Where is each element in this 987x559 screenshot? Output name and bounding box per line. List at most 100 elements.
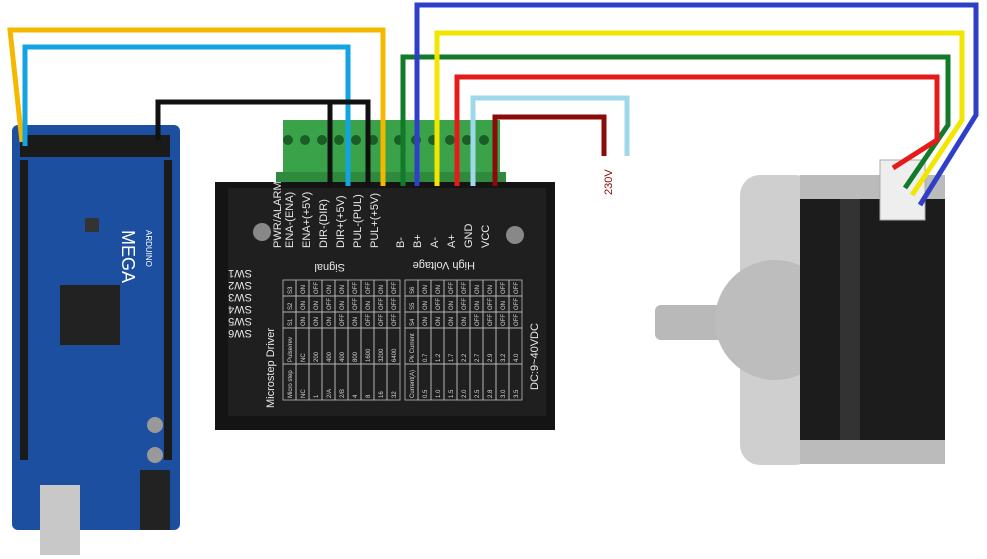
terminal-label: DIR+(+5V) (335, 195, 347, 248)
table-cell: OFF (488, 298, 494, 310)
table-cell: OFF (488, 314, 494, 326)
table-cell: OFF (475, 314, 481, 326)
table-cell: OFF (366, 282, 372, 294)
table-cell: ON (327, 317, 333, 326)
table-cell: S6 (410, 286, 416, 294)
table-cell: 0.7 (423, 353, 429, 362)
table-cell: ON (488, 285, 494, 294)
terminal-label: ENA-(ENA) (284, 192, 296, 248)
arduino-model-label: ARDUINO (144, 230, 153, 267)
table-cell: 1 (314, 394, 320, 398)
terminal-label: ENA+(+5V) (301, 192, 313, 248)
arduino-brand-label: MEGA (118, 230, 138, 283)
wire-black (155, 99, 371, 186)
table-cell: 2/A (327, 389, 333, 398)
table-cell: ON (501, 301, 507, 310)
wire-pale-blue (470, 95, 630, 186)
wire-dark-red (492, 114, 607, 186)
wire-green (400, 54, 951, 190)
table-cell: OFF (501, 282, 507, 294)
arduino-mega-board: MEGA ARDUINO (12, 125, 180, 555)
table-cell: 3.0 (501, 389, 507, 398)
switch-label: SW1 (228, 267, 252, 279)
table-cell: 3.2 (501, 353, 507, 362)
terminal-screw-icon (283, 135, 293, 145)
table-cell: ON (379, 285, 385, 294)
table-cell: ON (314, 301, 320, 310)
wire-blue (414, 2, 979, 207)
table-cell: ON (475, 301, 481, 310)
table-cell: OFF (514, 314, 520, 326)
table-cell: 3200 (379, 348, 385, 362)
terminal-label: DIR-(DIR) (318, 199, 330, 248)
terminal-screw-icon (300, 135, 310, 145)
table-cell: 2/B (340, 389, 346, 398)
terminal-screw-icon (334, 135, 344, 145)
table-cell: ON (449, 317, 455, 326)
terminal-label: VCC (480, 225, 492, 248)
table-cell: OFF (392, 298, 398, 310)
table-cell: 6400 (392, 348, 398, 362)
table-cell: 32 (392, 391, 398, 398)
table-cell: OFF (340, 314, 346, 326)
terminal-label: GND (463, 224, 475, 249)
high-voltage-group-label: High Voltage (413, 259, 475, 271)
wire-yellow (434, 30, 965, 197)
table-cell: ON (301, 317, 307, 326)
switch-label: SW2 (228, 279, 252, 291)
table-cell: OFF (314, 282, 320, 294)
terminal-label: B- (395, 237, 407, 248)
table-cell: S3 (288, 286, 294, 294)
table-cell: OFF (449, 282, 455, 294)
table-cell: ON (475, 285, 481, 294)
table-cell: 0.5 (423, 389, 429, 398)
table-cell: 2.0 (462, 389, 468, 398)
terminal-label: PUL+(+5V) (369, 193, 381, 248)
table-cell: ON (449, 301, 455, 310)
table-cell: Micro step (288, 370, 294, 398)
table-cell: ON (462, 317, 468, 326)
table-cell: 1.0 (436, 389, 442, 398)
table-cell: OFF (392, 314, 398, 326)
table-cell: OFF (514, 282, 520, 294)
table-cell: 400 (340, 351, 346, 362)
table-cell: S5 (410, 302, 416, 310)
table-cell: 1.7 (449, 353, 455, 362)
table-cell: OFF (392, 282, 398, 294)
supply-voltage-label: 230V (603, 169, 615, 195)
table-cell: ON (301, 285, 307, 294)
table-cell: 2.2 (462, 353, 468, 362)
terminal-screw-icon (445, 135, 455, 145)
table-cell: OFF (501, 314, 507, 326)
table-cell: 400 (327, 351, 333, 362)
terminal-label: B+ (412, 234, 424, 248)
table-cell: 2.5 (475, 389, 481, 398)
table-cell: ON (423, 317, 429, 326)
table-cell: OFF (379, 298, 385, 310)
wire-light-blue (22, 44, 351, 186)
terminal-label: A- (429, 237, 441, 248)
table-cell: NC (301, 353, 307, 362)
table-cell: OFF (462, 298, 468, 310)
terminal-screw-icon (317, 135, 327, 145)
wires (7, 2, 979, 207)
table-cell: OFF (514, 298, 520, 310)
pwr-alarm-label: PWR/ALARM (272, 181, 284, 248)
table-cell: 1.2 (436, 353, 442, 362)
table-cell: ON (340, 301, 346, 310)
driver-title: Microstep Driver (265, 328, 277, 408)
table-cell: 8 (366, 394, 372, 398)
table-cell: OFF (353, 282, 359, 294)
table-cell: ON (314, 317, 320, 326)
table-cell: ON (423, 301, 429, 310)
table-cell: ON (436, 285, 442, 294)
table-cell: Current(A) (410, 370, 416, 398)
switch-label: SW6 (228, 327, 252, 339)
table-cell: 2.7 (475, 353, 481, 362)
terminal-screw-icon (462, 135, 472, 145)
switch-label: SW4 (228, 303, 252, 315)
terminal-label: A+ (446, 234, 458, 248)
table-cell: 1600 (366, 348, 372, 362)
table-cell: 1.5 (449, 389, 455, 398)
